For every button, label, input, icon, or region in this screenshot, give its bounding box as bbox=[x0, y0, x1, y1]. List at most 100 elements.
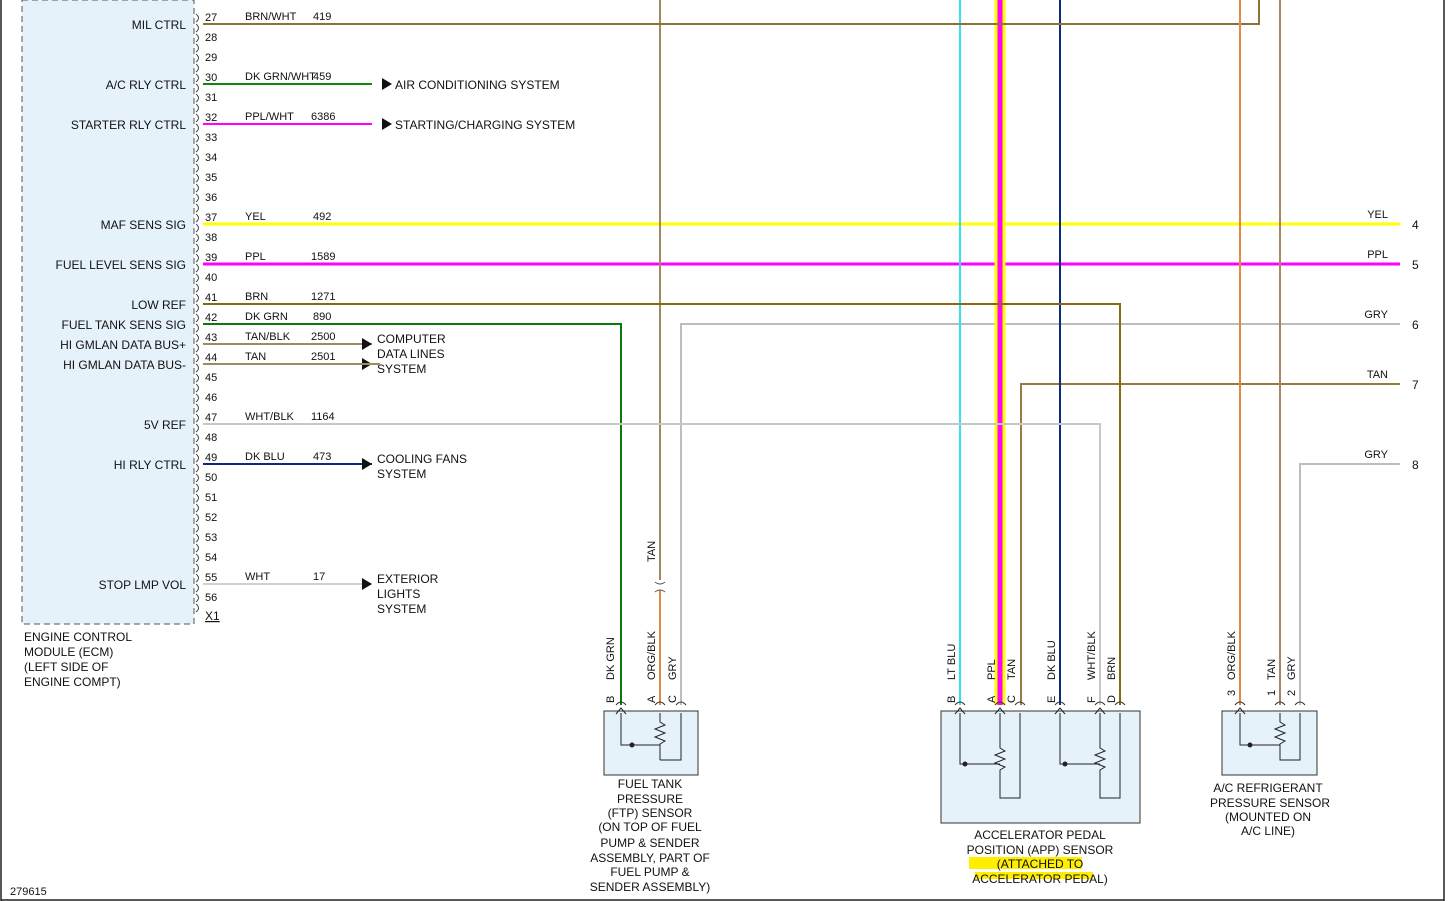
pin-terminal-symbol bbox=[195, 113, 199, 133]
diagram-id: 279615 bbox=[10, 886, 47, 898]
wire-circuit-number: 1271 bbox=[311, 291, 335, 303]
ecm-pin-label: 5V REF bbox=[144, 418, 186, 432]
svg-text:PUMP & SENDER: PUMP & SENDER bbox=[600, 836, 699, 850]
svg-text:ACCELERATOR PEDAL: ACCELERATOR PEDAL bbox=[974, 828, 1106, 842]
wire-color-label: BRN bbox=[245, 291, 268, 303]
wire-color-label: DK GRN/WHT bbox=[245, 71, 316, 83]
pin-terminal-symbol bbox=[195, 413, 199, 433]
ac-pin-2: 2 bbox=[1286, 690, 1298, 696]
wire-color-label: WHT bbox=[245, 571, 270, 583]
ecm-pin-number: 38 bbox=[205, 232, 217, 244]
wire-color-label: DK GRN bbox=[245, 311, 288, 323]
app-wire-a: PPL bbox=[986, 659, 998, 680]
ecm-pin-number: 50 bbox=[205, 472, 217, 484]
app-pin-a: A bbox=[986, 695, 998, 703]
ecm-connector-label: X1 bbox=[205, 609, 220, 623]
pin-terminal-symbol bbox=[195, 213, 199, 233]
wire-color-label: YEL bbox=[245, 211, 266, 223]
wire-47: WHT/BLK 1164 bbox=[245, 411, 335, 423]
svg-text:ENGINE CONTROL: ENGINE CONTROL bbox=[24, 630, 132, 644]
svg-text:(LEFT SIDE OF: (LEFT SIDE OF bbox=[24, 660, 108, 674]
ac-pin-1: 1 bbox=[1266, 690, 1278, 696]
ecm-pin-number: 52 bbox=[205, 512, 217, 524]
pin-terminal-symbol bbox=[195, 373, 199, 393]
wire-destination: LIGHTS bbox=[377, 587, 420, 601]
wire-destination: EXTERIOR bbox=[377, 572, 439, 586]
wire-circuit-number: 459 bbox=[313, 71, 331, 83]
svg-text:(FTP) SENSOR: (FTP) SENSOR bbox=[608, 806, 693, 820]
pin-terminal-symbol bbox=[195, 513, 199, 533]
svg-text:POSITION (APP) SENSOR: POSITION (APP) SENSOR bbox=[967, 843, 1114, 857]
ecm-pin-label: MIL CTRL bbox=[132, 18, 187, 32]
wire-color-label: WHT/BLK bbox=[245, 411, 295, 423]
wire-destination: SYSTEM bbox=[377, 467, 426, 481]
ftp-wire-a: ORG/BLK bbox=[646, 630, 658, 680]
ecm-pin-number: 35 bbox=[205, 172, 217, 184]
app-wire-d: BRN bbox=[1106, 657, 1118, 680]
wire-circuit-number: 17 bbox=[313, 571, 325, 583]
wire-circuit-number: 1164 bbox=[311, 411, 335, 423]
svg-text:FUEL PUMP &: FUEL PUMP & bbox=[610, 865, 689, 879]
app-pin-c: C bbox=[1006, 695, 1018, 703]
pin-terminal-symbol bbox=[195, 553, 199, 573]
svg-text:SENDER ASSEMBLY): SENDER ASSEMBLY) bbox=[590, 880, 710, 894]
app-wire-f: WHT/BLK bbox=[1086, 630, 1098, 680]
ecm-pin-number: 41 bbox=[205, 292, 217, 304]
ftp-wire-c: GRY bbox=[667, 656, 679, 680]
wire-color-label: PPL/WHT bbox=[245, 111, 294, 123]
wire-color-label: PPL bbox=[245, 251, 266, 263]
svg-text:(ATTACHED TO: (ATTACHED TO bbox=[997, 857, 1083, 871]
app-wire-c: TAN bbox=[1006, 659, 1018, 680]
pin-terminal-symbol bbox=[195, 153, 199, 173]
svg-text:PRESSURE SENSOR: PRESSURE SENSOR bbox=[1210, 796, 1330, 810]
ecm-pin-number: 40 bbox=[205, 272, 217, 284]
wire-circuit-number: 1589 bbox=[311, 251, 335, 263]
vertical-wires bbox=[203, 0, 1400, 705]
ecm-pin-number: 32 bbox=[205, 112, 217, 124]
ecm-label: ENGINE CONTROL MODULE (ECM) (LEFT SIDE O… bbox=[24, 630, 132, 689]
wire-circuit-number: 6386 bbox=[311, 111, 335, 123]
ecm-pin-number: 39 bbox=[205, 252, 217, 264]
pin-terminal-symbol bbox=[195, 453, 199, 473]
ecm-pin-number: 28 bbox=[205, 32, 217, 44]
right-wire-label: GRY bbox=[1364, 449, 1388, 461]
pin-terminal-symbol bbox=[195, 293, 199, 313]
arrow-icon bbox=[362, 338, 372, 350]
wire-27: BRN/WHT 419 bbox=[245, 11, 331, 23]
ecm-pin-label: HI RLY CTRL bbox=[114, 458, 187, 472]
ftp-wire-b: DK GRN bbox=[605, 637, 617, 680]
pin-terminal-symbol bbox=[195, 433, 199, 453]
right-connector-pin: 8 bbox=[1412, 458, 1419, 472]
wire-circuit-number: 419 bbox=[313, 11, 331, 23]
right-wire-label: GRY bbox=[1364, 309, 1388, 321]
wire-destination: SYSTEM bbox=[377, 362, 426, 376]
pin-terminal-symbol bbox=[195, 53, 199, 73]
pin-terminal-symbol bbox=[195, 273, 199, 293]
ecm-pin-number: 42 bbox=[205, 312, 217, 324]
wire-circuit-number: 473 bbox=[313, 451, 331, 463]
pin-terminal-symbol bbox=[195, 313, 199, 333]
wire-color-label: DK BLU bbox=[245, 451, 285, 463]
wire-circuit-number: 890 bbox=[313, 311, 331, 323]
ecm-pin-label: STARTER RLY CTRL bbox=[71, 118, 186, 132]
ftp-pin-b: B bbox=[605, 696, 617, 703]
ecm-pin-number: 45 bbox=[205, 372, 217, 384]
ecm-pin-number: 33 bbox=[205, 132, 217, 144]
ecm-pin-number: 27 bbox=[205, 12, 217, 24]
ecm-pin-number: 34 bbox=[205, 152, 217, 164]
pin-terminal-symbol bbox=[195, 93, 199, 113]
wire-41: BRN 1271 bbox=[245, 291, 335, 303]
wire-circuit-number: 2501 bbox=[311, 351, 335, 363]
ecm-pin-number: 49 bbox=[205, 452, 217, 464]
right-wire-label: PPL bbox=[1367, 249, 1388, 261]
wire-color-label: BRN/WHT bbox=[245, 11, 297, 23]
ftp-pin-c: C bbox=[667, 695, 679, 703]
wire-destination: STARTING/CHARGING SYSTEM bbox=[395, 118, 575, 132]
ecm-pin-number: 46 bbox=[205, 392, 217, 404]
arrow-icon bbox=[362, 578, 372, 590]
ecm-pin-number: 47 bbox=[205, 412, 217, 424]
